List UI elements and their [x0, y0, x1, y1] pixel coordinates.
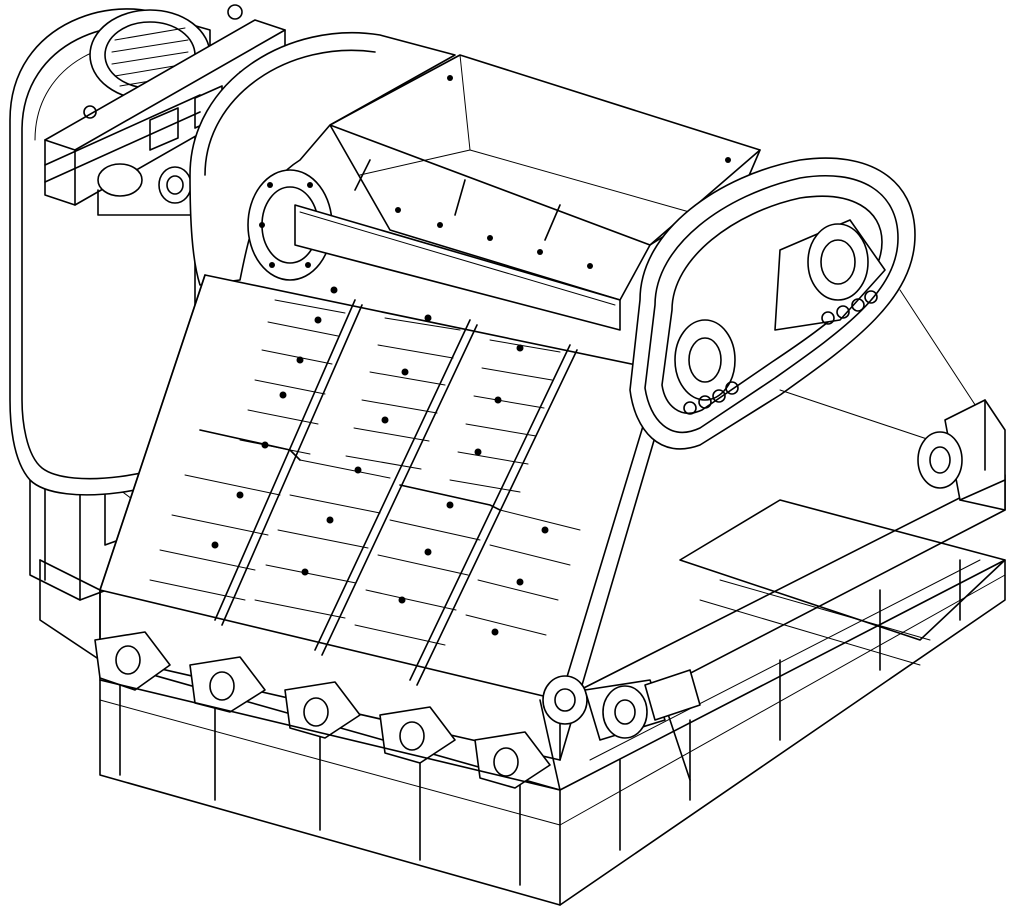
feed-hopper [329, 54, 761, 301]
front-spring-brackets [94, 631, 561, 791]
front-bearing-housing [542, 669, 701, 741]
right-spring-mount [917, 399, 1006, 511]
drive-shaft [294, 204, 621, 331]
right-belt-drive [629, 157, 986, 451]
centre-belt-guard [189, 31, 456, 286]
screen-deck [99, 274, 661, 761]
